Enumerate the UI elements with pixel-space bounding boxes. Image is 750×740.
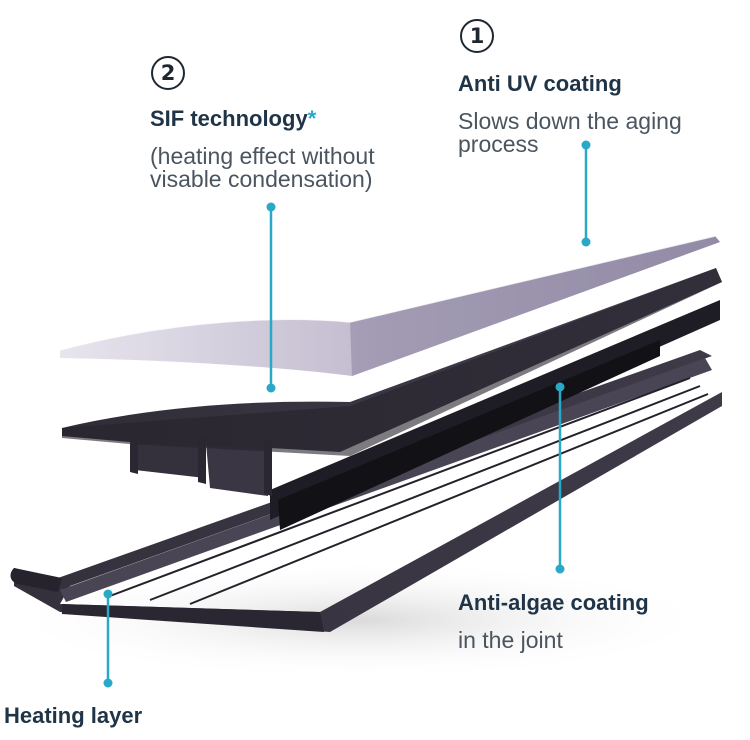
algae-leader-dot-bottom [555,564,565,574]
uv-title: Anti UV coating [458,71,622,96]
sif-leader-dot-bottom [266,383,276,393]
sif-number: 2 [160,61,176,85]
sif-title: SIF technology [150,106,308,131]
heating-leader-dot-bottom [103,678,113,688]
uv-leader-dot-bottom [581,237,591,247]
uv-desc-line2: process [458,131,539,157]
uv-number-badge: 1 [460,19,494,53]
sif-number-badge: 2 [151,56,185,90]
sif-leader-dot-top [266,202,276,212]
heating-leader-dot-top [103,589,113,599]
uv-number: 1 [469,24,485,48]
heating-title: Heating layer [4,703,143,728]
leader-lines [103,140,591,688]
floor-shadow [0,560,720,680]
sif-desc-line2: visable condensation) [150,166,373,192]
uv-coating-sheet [59,235,720,376]
sif-asterisk: * [307,106,317,131]
sif-desc-line1: (heating effect without [150,143,375,169]
algae-desc: in the joint [458,627,563,653]
top-profile [62,268,722,496]
uv-desc-line1: Slows down the aging [458,108,682,134]
algae-title: Anti-algae coating [458,590,649,615]
algae-leader-dot-top [555,382,565,392]
uv-leader-dot-top [581,140,591,150]
sif-title-block: SIF technology* [150,106,316,132]
